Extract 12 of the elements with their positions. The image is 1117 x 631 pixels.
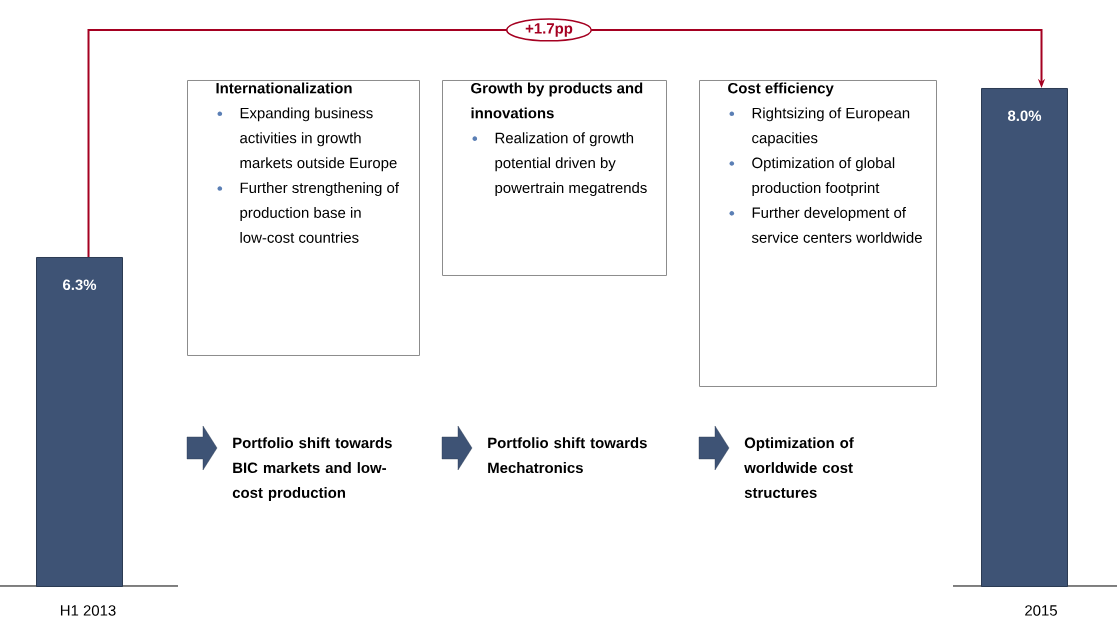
arrow bbox=[87, 29, 1046, 258]
text-box: Cost efficiency Rightsizing of European capacities Optimization of global production footprint Further development of service centers worldwide bbox=[699, 80, 937, 387]
axis-label: 2015 bbox=[1025, 605, 1057, 616]
result-text: Portfolio shift towards BIC markets and low-cost production bbox=[232, 437, 392, 501]
text-box: Growth by products and innovations Realization of growth potential driven by powertrain megatrends bbox=[442, 80, 667, 276]
bar: 6.3% bbox=[36, 257, 123, 587]
edge-label: +1.7pp bbox=[506, 18, 592, 42]
text-box: Internationalization Expanding business activities in growth markets outside Europe Further strengthening of production base in low-cost countries bbox=[187, 80, 420, 356]
bar: 8.0% bbox=[981, 88, 1068, 587]
axis-label: H1 2013 bbox=[61, 605, 116, 616]
result-text: Portfolio shift towards Mechatronics bbox=[488, 437, 647, 474]
result-text: Optimization of worldwide cost structures bbox=[744, 437, 854, 498]
